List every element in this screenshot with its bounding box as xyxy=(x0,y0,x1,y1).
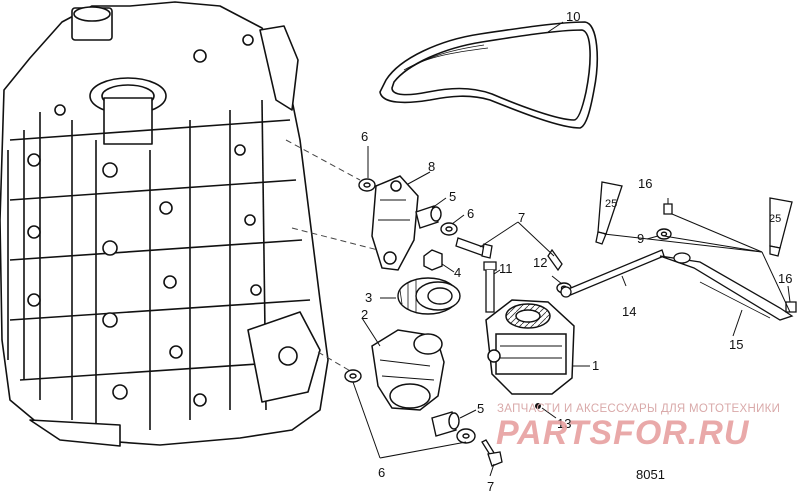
nut xyxy=(423,249,443,271)
sealant-tube-left xyxy=(595,181,623,245)
belt-tensioner xyxy=(371,329,445,411)
callout-10: 10 xyxy=(566,9,581,24)
watermark-logo-text: PARTSFOR.RU xyxy=(496,414,750,450)
callout-11: 11 xyxy=(499,261,513,276)
sealant-label-right: 25 xyxy=(769,213,781,225)
callout-16-right: 16 xyxy=(778,271,793,286)
sealant-tube-right xyxy=(769,197,793,257)
callout-13: 13 xyxy=(557,416,572,431)
callout-6-top: 6 xyxy=(361,129,369,144)
leader-lines xyxy=(352,21,791,477)
callout-1: 1 xyxy=(592,358,600,373)
small-screw xyxy=(535,403,541,409)
callout-6-mid: 6 xyxy=(467,206,475,221)
callout-9: 9 xyxy=(637,231,645,246)
callout-12: 12 xyxy=(533,255,548,270)
serpentine-belt xyxy=(379,21,599,129)
sealant-label-left: 25 xyxy=(605,198,617,210)
callout-5-top: 5 xyxy=(449,189,457,204)
figure-number: 8051 xyxy=(636,467,665,482)
callout-16-left: 16 xyxy=(638,176,653,191)
watermark-caption: ЗАПЧАСТИ И АКСЕССУАРЫ ДЛЯ МОТОТЕХНИКИ xyxy=(497,403,781,415)
long-bolt xyxy=(483,261,497,313)
watermark-logo: PARTSFOR.RU xyxy=(496,414,750,450)
bolts xyxy=(455,237,563,467)
callout-7-top: 7 xyxy=(518,210,526,225)
alignment-lines xyxy=(285,139,379,373)
callout-3: 3 xyxy=(365,290,373,305)
tensioner-bracket xyxy=(371,175,419,271)
callout-14: 14 xyxy=(622,304,637,319)
bearing xyxy=(397,277,461,315)
alternator xyxy=(485,299,575,395)
callout-6-bottom: 6 xyxy=(378,465,386,480)
spacers xyxy=(415,205,460,437)
callout-8: 8 xyxy=(428,159,436,174)
tie-rod xyxy=(560,249,665,298)
callout-15: 15 xyxy=(729,337,744,352)
callout-2: 2 xyxy=(361,307,369,322)
strut-assembly xyxy=(659,252,794,321)
callout-4: 4 xyxy=(454,265,462,280)
callout-7-bottom: 7 xyxy=(487,479,495,494)
engine-block xyxy=(0,1,329,447)
callout-5-bottom: 5 xyxy=(477,401,485,416)
